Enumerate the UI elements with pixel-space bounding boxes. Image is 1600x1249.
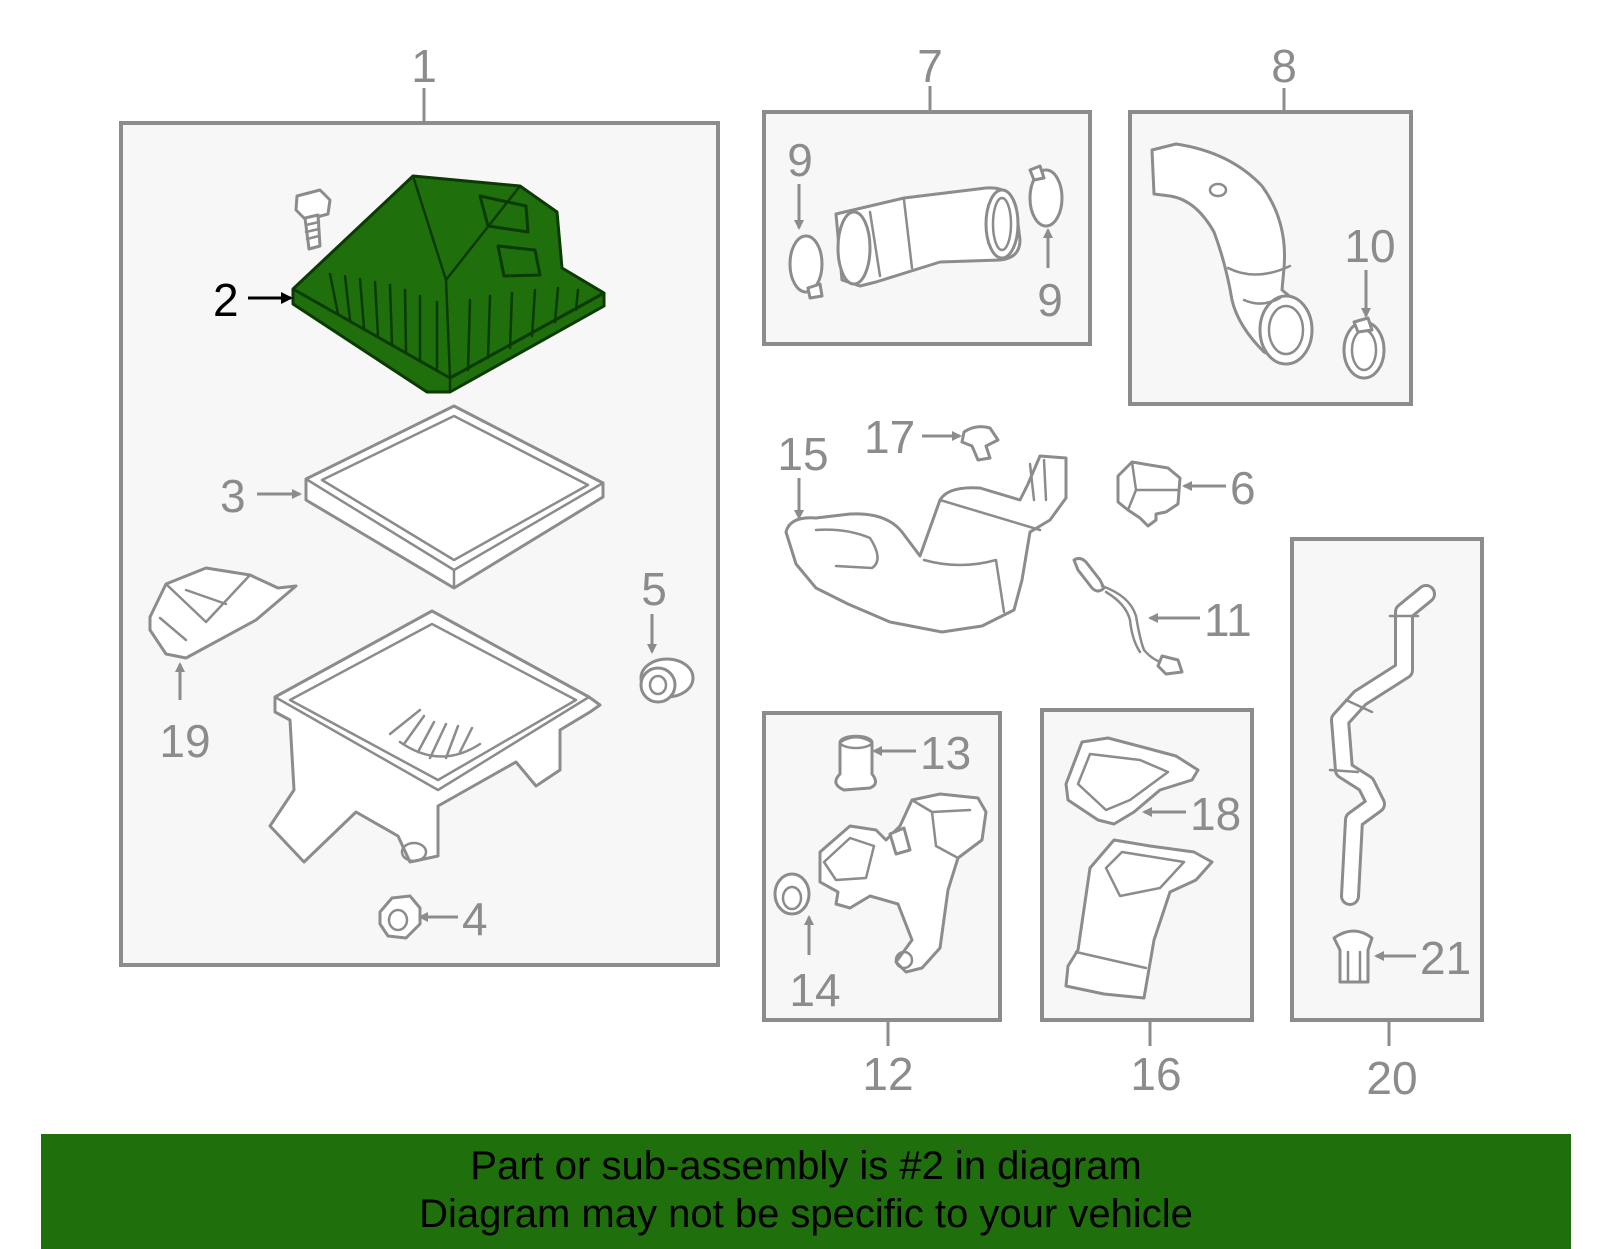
callout-11: 11 — [1204, 594, 1252, 646]
assembly-box-12: 12 13 14 — [762, 711, 1002, 1100]
callout-2-group: 2 — [213, 274, 293, 326]
bolt-part — [294, 188, 332, 251]
assembly-box-20: 20 21 — [1290, 537, 1484, 1104]
duct-part-19: 19 — [148, 566, 298, 767]
callout-8: 8 — [1271, 40, 1297, 92]
callout-16: 16 — [1130, 1048, 1181, 1100]
grommet-part-4: 4 — [378, 893, 488, 945]
callout-18: 18 — [1190, 788, 1241, 840]
callout-19: 19 — [159, 715, 210, 767]
callout-9b: 9 — [1037, 274, 1063, 326]
callout-1: 1 — [411, 40, 437, 92]
info-banner: Part or sub-assembly is #2 in diagram Di… — [41, 1134, 1571, 1249]
air-filter-part-3: 3 — [220, 404, 605, 590]
callout-15: 15 — [777, 428, 828, 480]
clip-part-17: 17 — [864, 411, 1000, 463]
banner-line-1: Part or sub-assembly is #2 in diagram — [470, 1144, 1142, 1188]
air-cleaner-cover-part-2 — [291, 174, 606, 394]
callout-12: 12 — [862, 1048, 913, 1100]
callout-7: 7 — [917, 40, 943, 92]
resonator-part-15 — [784, 454, 1068, 634]
sensor-wire-part-11: 11 — [1072, 556, 1252, 676]
callout-13: 13 — [920, 727, 971, 779]
grommet-part-5: 5 — [639, 563, 695, 704]
callout-4: 4 — [462, 893, 488, 945]
sensor-part-6: 6 — [1116, 460, 1256, 528]
callout-17: 17 — [864, 411, 915, 463]
callout-21: 21 — [1420, 932, 1471, 984]
assembly-box-7: 7 9 9 — [762, 40, 1092, 346]
callout-14: 14 — [789, 964, 840, 1016]
callout-20: 20 — [1366, 1052, 1417, 1104]
callout-5: 5 — [641, 563, 667, 615]
lower-housing-part — [268, 609, 602, 864]
callout-3: 3 — [220, 470, 246, 522]
banner-line-2: Diagram may not be specific to your vehi… — [419, 1192, 1193, 1236]
callout-9a: 9 — [787, 134, 813, 186]
callout-2: 2 — [213, 274, 239, 326]
callout-6: 6 — [1230, 462, 1256, 514]
assembly-box-16: 16 18 — [1040, 708, 1254, 1100]
callout-10: 10 — [1344, 220, 1395, 272]
assembly-box-8: 8 10 — [1128, 40, 1413, 406]
